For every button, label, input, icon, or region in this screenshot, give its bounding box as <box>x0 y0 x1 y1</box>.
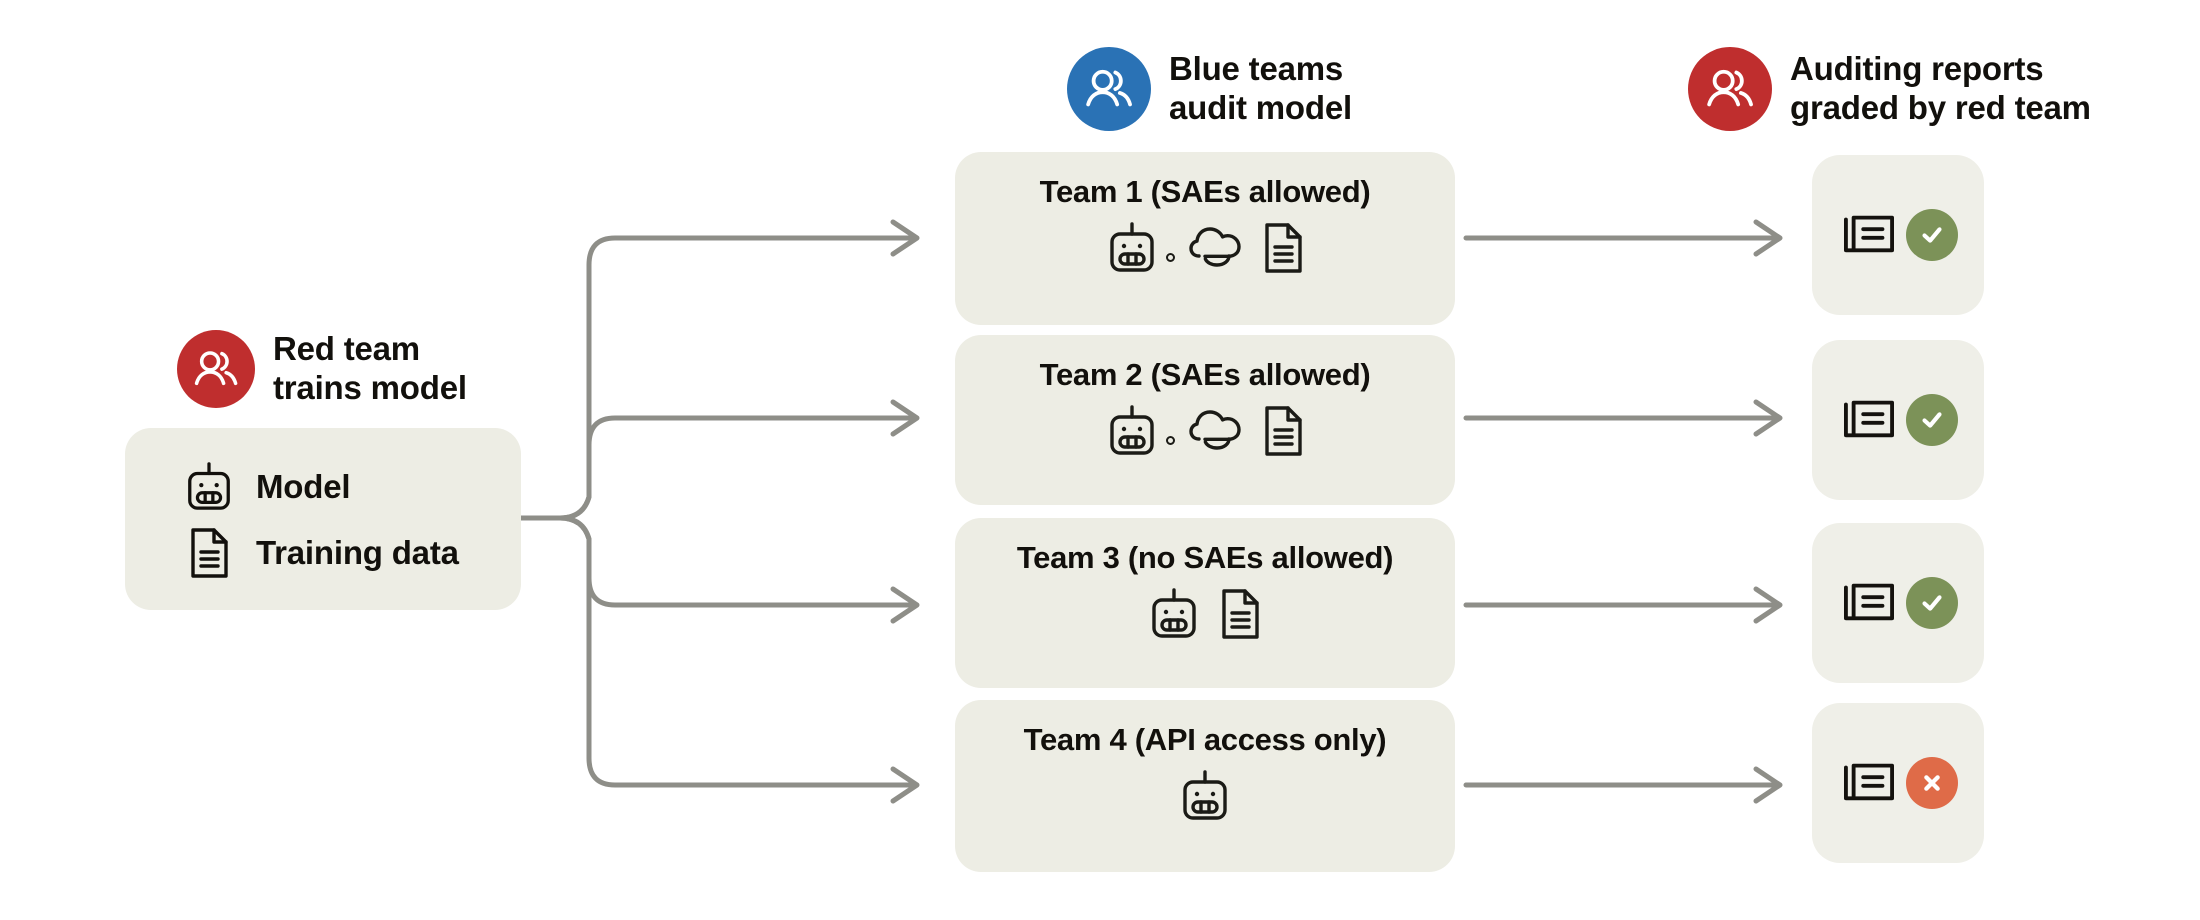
team-card-title: Team 1 (SAEs allowed) <box>1039 174 1371 209</box>
people-icon <box>1067 47 1151 131</box>
status-badge <box>1906 577 1958 629</box>
thought-bubble-icon <box>1183 220 1255 281</box>
thought-dot-icon <box>1165 253 1175 262</box>
status-badge <box>1906 757 1958 809</box>
header-auditing-reports-label: Auditing reports graded by red team <box>1790 50 2091 126</box>
team-card-title: Team 2 (SAEs allowed) <box>1039 357 1371 392</box>
report-icon <box>1838 576 1900 631</box>
team-card-icons <box>1106 403 1305 464</box>
header-auditing-reports: Auditing reports graded by red team <box>1688 47 2091 131</box>
document-icon <box>1218 586 1262 647</box>
team-card[interactable]: Team 1 (SAEs allowed) <box>955 152 1455 325</box>
report-icon <box>1838 393 1900 448</box>
model-row-training-data: Training data <box>182 520 521 586</box>
header-red-team: Red team trains model <box>177 330 467 408</box>
cross-icon <box>1924 775 1940 791</box>
header-blue-teams: Blue teams audit model <box>1067 47 1352 131</box>
model-row-label: Model <box>256 468 351 505</box>
people-icon <box>177 330 255 408</box>
model-row-label: Training data <box>256 534 459 571</box>
model-row-model: Model <box>182 454 521 520</box>
status-badge <box>1906 209 1958 261</box>
robot-icon <box>1106 403 1158 464</box>
robot-icon <box>182 460 236 514</box>
team-card-icons <box>1148 586 1262 647</box>
thought-bubble-icon <box>1183 403 1255 464</box>
team-card-icons <box>1106 220 1305 281</box>
people-icon <box>1688 47 1772 131</box>
status-badge <box>1906 394 1958 446</box>
team-card[interactable]: Team 4 (API access only) <box>955 700 1455 872</box>
model-box: Model Training data <box>125 428 521 610</box>
robot-icon <box>1106 220 1158 281</box>
check-icon <box>1922 412 1942 428</box>
report-card[interactable] <box>1812 703 1984 863</box>
document-icon <box>182 526 236 580</box>
report-icon <box>1838 756 1900 811</box>
report-card[interactable] <box>1812 340 1984 500</box>
team-card-icons <box>1179 768 1231 829</box>
team-card[interactable]: Team 2 (SAEs allowed) <box>955 335 1455 505</box>
header-red-team-label: Red team trains model <box>273 330 467 406</box>
team-card-title: Team 3 (no SAEs allowed) <box>1016 540 1394 575</box>
team-card[interactable]: Team 3 (no SAEs allowed) <box>955 518 1455 688</box>
report-icon <box>1838 208 1900 263</box>
check-icon <box>1922 595 1942 611</box>
header-blue-teams-label: Blue teams audit model <box>1169 50 1352 126</box>
check-icon <box>1922 227 1942 243</box>
document-icon <box>1261 220 1305 281</box>
report-card[interactable] <box>1812 523 1984 683</box>
robot-icon <box>1148 586 1200 647</box>
robot-icon <box>1179 768 1231 829</box>
document-icon <box>1261 403 1305 464</box>
report-card[interactable] <box>1812 155 1984 315</box>
team-card-title: Team 4 (API access only) <box>1023 722 1387 757</box>
thought-dot-icon <box>1165 436 1175 445</box>
